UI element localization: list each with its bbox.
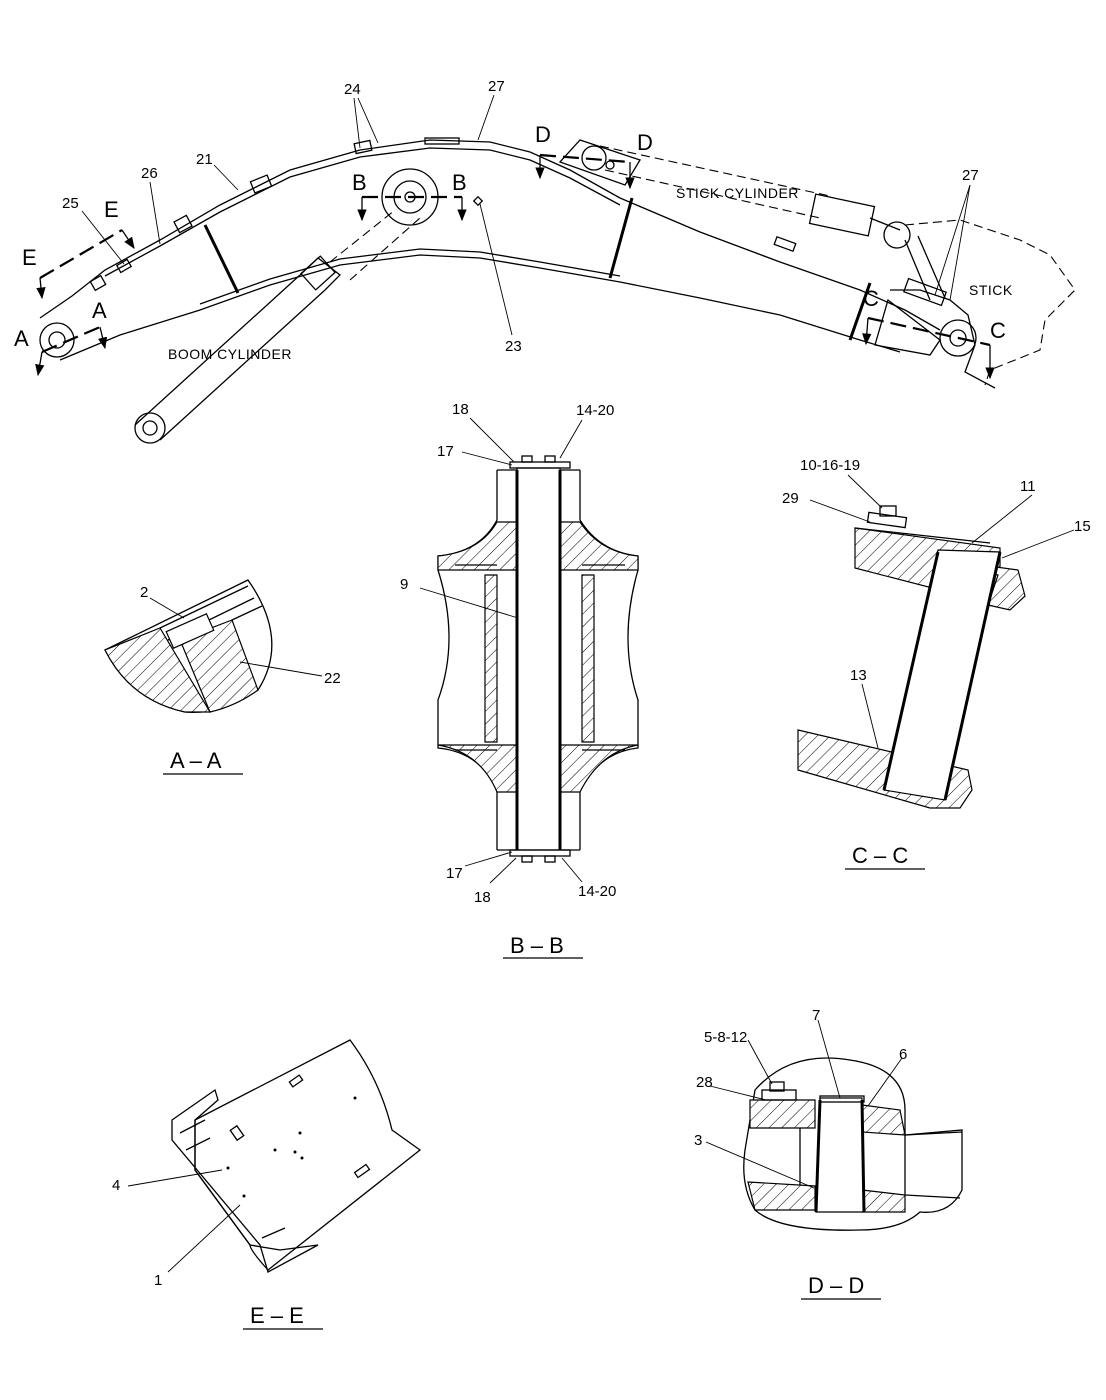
cut-letter-e: E [104, 197, 119, 222]
callout-7: 7 [812, 1007, 820, 1024]
stick-outline [874, 219, 1076, 389]
bracket [115, 258, 133, 274]
section-b-b: 18 14-20 17 9 17 18 14-20 B – B [400, 401, 639, 959]
callout-17: 17 [446, 865, 463, 882]
boom-top-edge [39, 139, 941, 331]
weld-line [203, 224, 240, 294]
cut-arrow-c [862, 317, 872, 346]
cut-letter-d: D [535, 122, 551, 147]
callout-4: 4 [112, 1177, 120, 1194]
bracket [249, 174, 273, 194]
cut-letter-c: C [863, 286, 879, 311]
bracket [353, 139, 373, 155]
callout-24: 24 [344, 81, 361, 98]
section-e-e: 4 1 E – E [112, 1039, 422, 1330]
callout-17: 17 [437, 443, 454, 460]
bracket [424, 137, 460, 145]
cut-letter-e: E [22, 245, 37, 270]
callout-6: 6 [899, 1046, 907, 1063]
callout-5-8-12: 5-8-12 [704, 1029, 747, 1046]
boom-top-edge-inner [104, 147, 621, 277]
boom-cylinder-label: BOOM CYLINDER [168, 346, 292, 362]
cut-arrow-a [98, 326, 108, 350]
callout-22: 22 [324, 670, 341, 687]
callout-9: 9 [400, 576, 408, 593]
callout-13: 13 [850, 667, 867, 684]
cut-line-e [39, 229, 123, 279]
callout-18: 18 [474, 889, 491, 906]
cut-letter-b: B [452, 170, 467, 195]
section-a-a: 2 22 A – A [104, 579, 341, 775]
caption-c-c: C – C [852, 843, 908, 868]
stick-cylinder-label: STICK CYLINDER [676, 185, 799, 201]
boom-assembly: 24 27 21 26 25 27 23 BOOM CYLINDER STICK… [14, 78, 1076, 444]
callout-15: 15 [1074, 518, 1091, 535]
cut-letter-a: A [14, 326, 29, 351]
section-cut-lines [35, 153, 995, 380]
boom-foot-pin-center [48, 331, 66, 349]
callout-28: 28 [696, 1074, 713, 1091]
section-d-d: 5-8-12 7 6 28 3 D – D [694, 1007, 963, 1300]
bracket [773, 235, 797, 253]
bracket [89, 274, 107, 292]
callout-23: 23 [505, 338, 522, 355]
boom-bottom-edge [59, 254, 901, 361]
caption-a-a: A – A [170, 748, 222, 773]
section-c-c: 10-16-19 11 29 15 13 C – C [782, 457, 1091, 870]
caption-b-b: B – B [510, 933, 564, 958]
cut-letter-d: D [637, 130, 653, 155]
callout-25: 25 [62, 195, 79, 212]
cut-letter-a: A [92, 298, 107, 323]
callout-21: 21 [196, 151, 213, 168]
callout-26: 26 [141, 165, 158, 182]
stick-cylinder [558, 139, 911, 249]
stick-label: STICK [969, 282, 1013, 298]
callout-29: 29 [782, 490, 799, 507]
callout-14-20: 14-20 [576, 402, 614, 419]
callout-2: 2 [140, 584, 148, 601]
cut-line-d [539, 153, 631, 164]
caption-d-d: D – D [808, 1273, 864, 1298]
bracket [173, 214, 193, 234]
weld-line [848, 282, 872, 341]
boom-leaders [81, 94, 971, 336]
cut-arrow-e [121, 229, 135, 249]
cut-arrow-e [36, 277, 46, 300]
caption-e-e: E – E [250, 1303, 304, 1328]
boom-cylinder [134, 209, 421, 444]
cut-line-c [867, 316, 991, 347]
cut-letter-b: B [352, 170, 367, 195]
callout-18: 18 [452, 401, 469, 418]
grease-fitting-icon [472, 195, 484, 207]
cut-letter-c: C [990, 318, 1006, 343]
cut-line-a [41, 325, 101, 354]
cut-arrow-a [35, 351, 45, 377]
callout-3: 3 [694, 1132, 702, 1149]
callout-11: 11 [1020, 478, 1036, 495]
callout-1: 1 [154, 1272, 162, 1289]
boom-foot-pin [39, 322, 75, 358]
callout-10-16-19: 10-16-19 [800, 457, 860, 474]
callout-27: 27 [962, 167, 979, 184]
boom-bottom-edge-inner [199, 248, 621, 305]
callout-27: 27 [488, 78, 505, 95]
callout-14-20: 14-20 [578, 883, 616, 900]
weld-line [608, 197, 634, 279]
